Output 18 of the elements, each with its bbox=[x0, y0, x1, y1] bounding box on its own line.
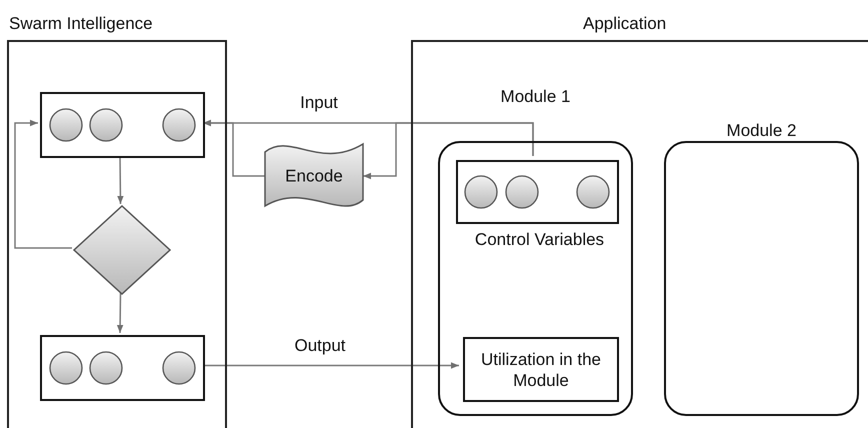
text-label: Application bbox=[583, 14, 666, 34]
process-box bbox=[40, 335, 205, 401]
arrow bbox=[116, 292, 124, 334]
process-box bbox=[40, 92, 205, 158]
text-label: Module 2 bbox=[726, 121, 798, 141]
text-label: Module 1 bbox=[500, 87, 572, 107]
text-label: Encode bbox=[284, 165, 344, 187]
process-box bbox=[463, 337, 619, 402]
edge-label: Output bbox=[292, 336, 348, 356]
arrow bbox=[203, 120, 265, 177]
text-label: Utilization in the Module bbox=[480, 348, 602, 391]
arrow bbox=[363, 122, 534, 180]
arrow bbox=[14, 120, 72, 249]
text-label: Control Variables bbox=[474, 230, 606, 250]
arrow bbox=[203, 362, 459, 369]
text-label: Swarm Intelligence bbox=[9, 14, 153, 34]
decision-diamond bbox=[74, 206, 170, 294]
arrow bbox=[117, 156, 124, 204]
